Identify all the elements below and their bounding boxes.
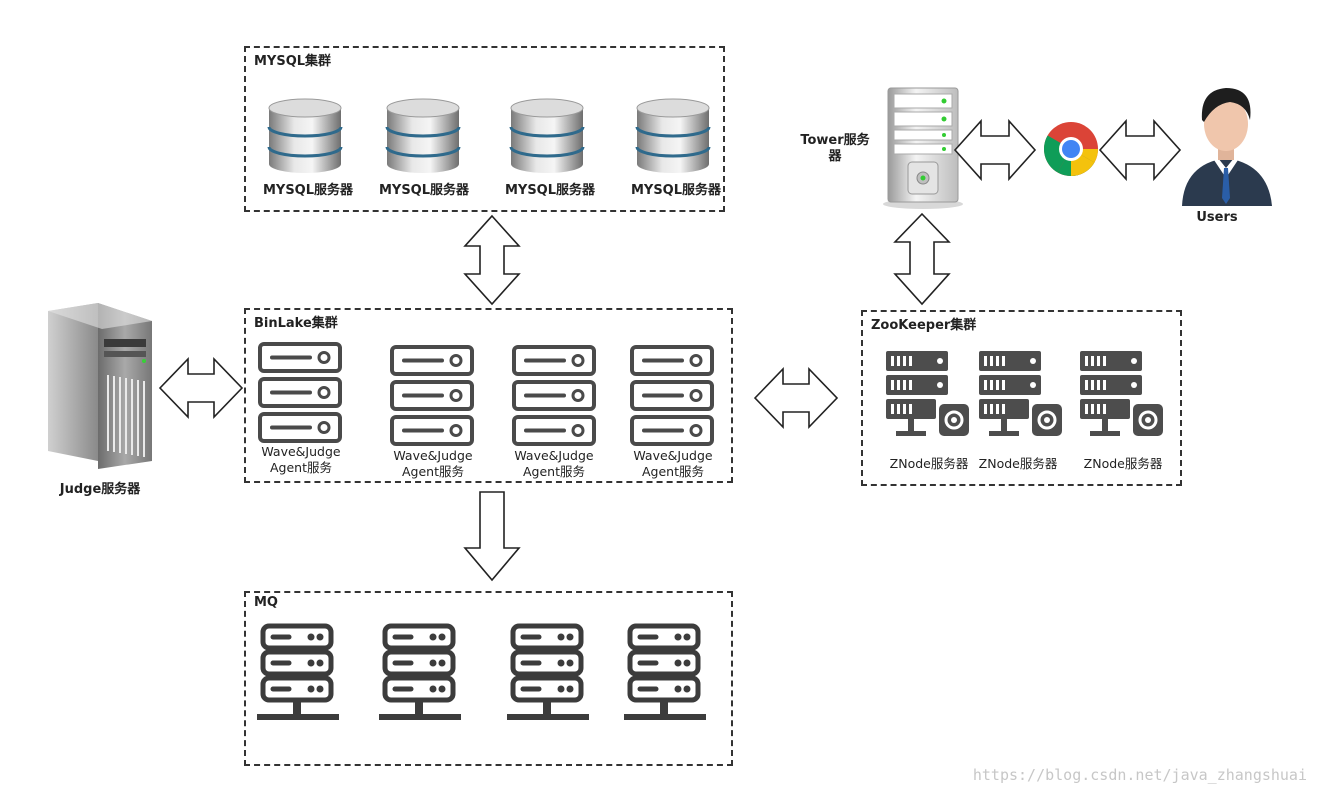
agent-label: Wave&Judge Agent服务 [633, 448, 713, 479]
zookeeper-cluster-title: ZooKeeper集群 [871, 318, 977, 333]
judge-server-label: Judge服务器 [59, 482, 141, 497]
judge-server-tower-icon [48, 303, 152, 469]
mysql-db-icon [385, 97, 461, 175]
double-arrow-horizontal-icon [753, 367, 839, 429]
mysql-server-label: MYSQL服务器 [630, 183, 722, 198]
znode-server-icon [1078, 349, 1166, 439]
mq-server-icon [507, 626, 591, 722]
arrow-down-icon [463, 491, 521, 582]
mq-cluster: MQ [244, 591, 733, 766]
server-rack-icon [630, 345, 714, 446]
agent-label: Wave&Judge Agent服务 [514, 448, 594, 479]
user-avatar-icon [1182, 88, 1272, 206]
tower-server-icon [883, 87, 963, 209]
agent-label: Wave&Judge Agent服务 [261, 444, 341, 475]
mysql-db-icon [635, 97, 711, 175]
server-rack-icon [390, 345, 474, 446]
mysql-db-icon [509, 97, 585, 175]
double-arrow-horizontal-icon [158, 357, 244, 419]
znode-server-icon [884, 349, 972, 439]
mysql-server-label: MYSQL服务器 [378, 183, 470, 198]
mysql-server-label: MYSQL服务器 [504, 183, 596, 198]
double-arrow-vertical-icon [463, 214, 521, 306]
agent-label: Wave&Judge Agent服务 [393, 448, 473, 479]
zookeeper-cluster: ZooKeeper集群 [861, 310, 1182, 486]
double-arrow-horizontal-icon [1098, 118, 1182, 182]
server-rack-icon [258, 342, 342, 443]
mq-server-icon [379, 626, 463, 722]
watermark-text: https://blog.csdn.net/java_zhangshuai [972, 766, 1307, 784]
znode-server-icon [977, 349, 1065, 439]
tower-server-label: Tower服务 器 [800, 133, 870, 164]
binlake-cluster-title: BinLake集群 [254, 316, 338, 331]
double-arrow-horizontal-icon [953, 118, 1037, 182]
mq-server-icon [624, 626, 708, 722]
znode-server-label: ZNode服务器 [1083, 456, 1163, 471]
mysql-server-label: MYSQL服务器 [262, 183, 354, 198]
browser-icon [1043, 122, 1098, 177]
mysql-cluster: MYSQL集群 [244, 46, 725, 212]
mysql-db-icon [267, 97, 343, 175]
znode-server-label: ZNode服务器 [978, 456, 1058, 471]
mq-cluster-title: MQ [254, 595, 278, 610]
users-label: Users [1196, 210, 1238, 225]
binlake-cluster: BinLake集群 [244, 308, 733, 483]
znode-server-label: ZNode服务器 [889, 456, 969, 471]
mq-server-icon [257, 626, 341, 722]
server-rack-icon [512, 345, 596, 446]
mysql-cluster-title: MYSQL集群 [254, 54, 332, 69]
double-arrow-vertical-icon [893, 212, 951, 306]
